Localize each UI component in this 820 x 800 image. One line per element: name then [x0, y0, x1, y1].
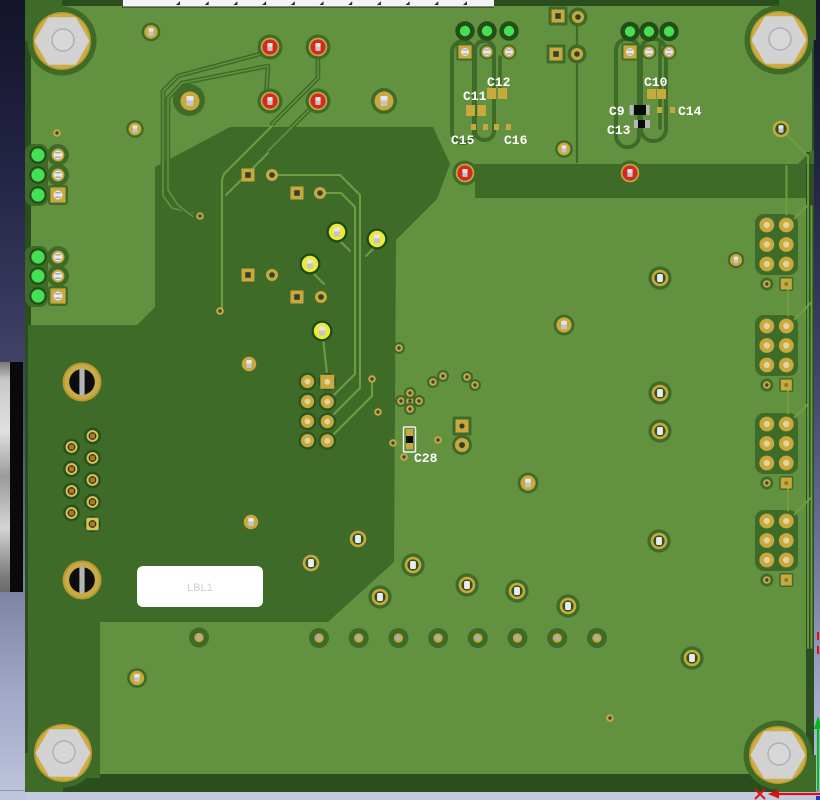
- svg-text:C10: C10: [644, 75, 668, 90]
- svg-text:C14: C14: [678, 104, 702, 119]
- svg-text:C28: C28: [414, 451, 438, 466]
- svg-text:C16: C16: [504, 133, 528, 148]
- svg-text:C11: C11: [463, 89, 487, 104]
- svg-text:C13: C13: [607, 123, 631, 138]
- svg-text:C12: C12: [487, 75, 511, 90]
- svg-text:LBL1: LBL1: [187, 582, 213, 594]
- svg-text:C15: C15: [451, 133, 475, 148]
- svg-text:C9: C9: [609, 104, 625, 119]
